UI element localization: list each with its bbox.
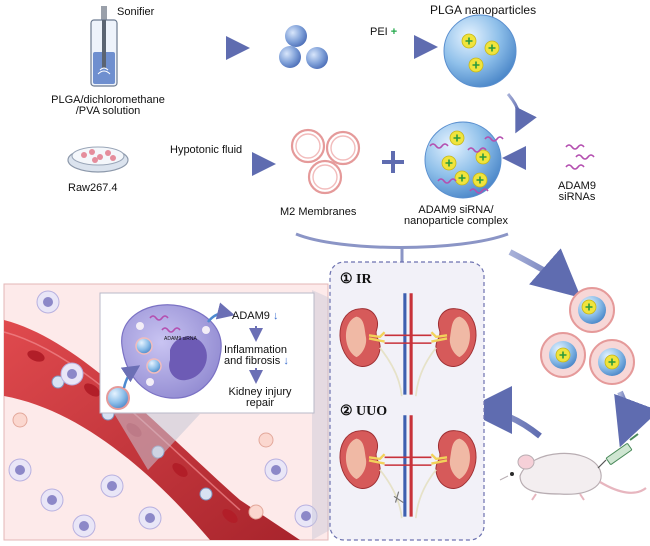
kidney-panel	[329, 261, 485, 541]
mouse-icon	[499, 452, 647, 501]
adam9-sirna-label-line2: siRNAs	[558, 191, 596, 203]
inflammation-label-line2: and fibrosis ↓	[224, 355, 289, 367]
arrow-to-kidneys	[464, 386, 542, 439]
m2-membranes-icon	[290, 128, 361, 195]
syringe-icon	[597, 433, 639, 469]
inflammation-down-arrow: ↓	[283, 355, 289, 367]
solution-label-line1: PLGA/dichloromethane	[51, 94, 165, 106]
solution-label-line2: /PVA solution	[75, 105, 141, 117]
macrophage-icon	[121, 304, 222, 399]
pei-plus-sign: +	[390, 26, 398, 38]
arrow-down-to-complex	[506, 93, 537, 134]
cell-adam9-text: ADAM9	[232, 310, 270, 322]
kidney-icon	[338, 413, 478, 520]
adam9-sirna-icon	[565, 144, 595, 170]
pei-nanoparticle-icon	[443, 14, 517, 88]
sonifier-label: Sonifier	[117, 6, 155, 18]
hypotonic-fluid-label: Hypotonic fluid	[170, 144, 243, 156]
tube-icon	[90, 6, 118, 87]
plus-sign	[382, 151, 404, 173]
arrow-to-mouse	[614, 390, 650, 448]
ir-label: ① IR	[340, 272, 372, 287]
petri-dish-icon	[67, 146, 129, 173]
pei-text: PEI	[370, 26, 388, 38]
raw-cells-label: Raw267.4	[68, 182, 118, 194]
complex-label-line1: ADAM9 siRNA/	[418, 204, 494, 216]
uptake-arrow	[120, 365, 141, 389]
zoom-wedge-right	[312, 290, 330, 540]
coated-nanoparticles-icon	[540, 287, 635, 385]
sirna-tag-label: ADAM9 siRNA	[164, 336, 197, 342]
plga-particles-icon	[279, 25, 328, 69]
signal-arrow	[207, 302, 235, 323]
zoom-wedge	[112, 410, 200, 470]
sirna-nanoparticle-complex-icon	[424, 121, 504, 199]
adam9-sirna-label-line1: ADAM9	[558, 180, 596, 192]
plga-nanoparticles-label: PLGA nanoparticles	[430, 3, 537, 17]
pei-label: PEI +	[370, 26, 397, 38]
cell-adam9-label: ADAM9 ↓	[232, 310, 278, 322]
uuo-label: ② UUO	[340, 404, 388, 419]
combine-bracket	[295, 232, 509, 249]
inflammation-text: and fibrosis	[224, 355, 281, 367]
complex-label-line2: nanoparticle complex	[404, 215, 508, 227]
m2-membranes-label: M2 Membranes	[280, 206, 357, 218]
arrow-to-coated-particles	[508, 248, 582, 298]
repair-label-line1: Kidney injury	[228, 386, 292, 398]
inflammation-label-line1: Inflammation	[224, 344, 287, 356]
adam9-down-arrow: ↓	[272, 310, 279, 322]
repair-label-line2: repair	[245, 397, 275, 409]
entering-particle	[106, 386, 130, 410]
